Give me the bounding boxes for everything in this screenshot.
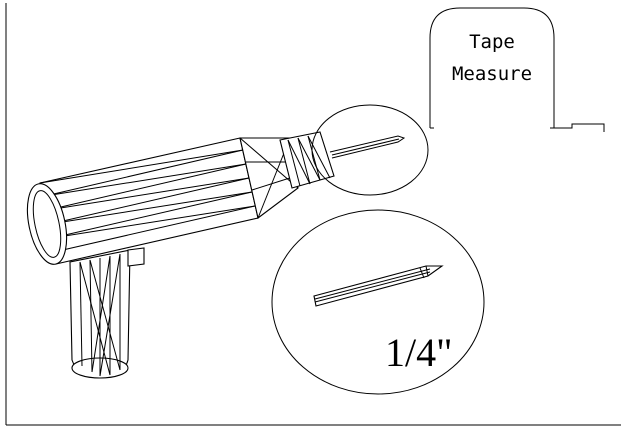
drill-handle xyxy=(69,247,145,379)
drill-body xyxy=(26,137,259,265)
detail-circle-small xyxy=(311,104,429,196)
callout-circle xyxy=(271,209,485,395)
bit-size-label: 1/4" xyxy=(385,330,452,375)
tape-measure-icon xyxy=(429,7,605,132)
tape-measure-label-line1: Tape xyxy=(469,31,515,53)
page-border xyxy=(5,3,621,426)
drill-icon xyxy=(26,131,406,379)
tape-measure-label-line2: Measure xyxy=(452,63,532,85)
drill-bit-on-drill xyxy=(329,135,406,159)
drill-bit-icon xyxy=(313,265,444,307)
